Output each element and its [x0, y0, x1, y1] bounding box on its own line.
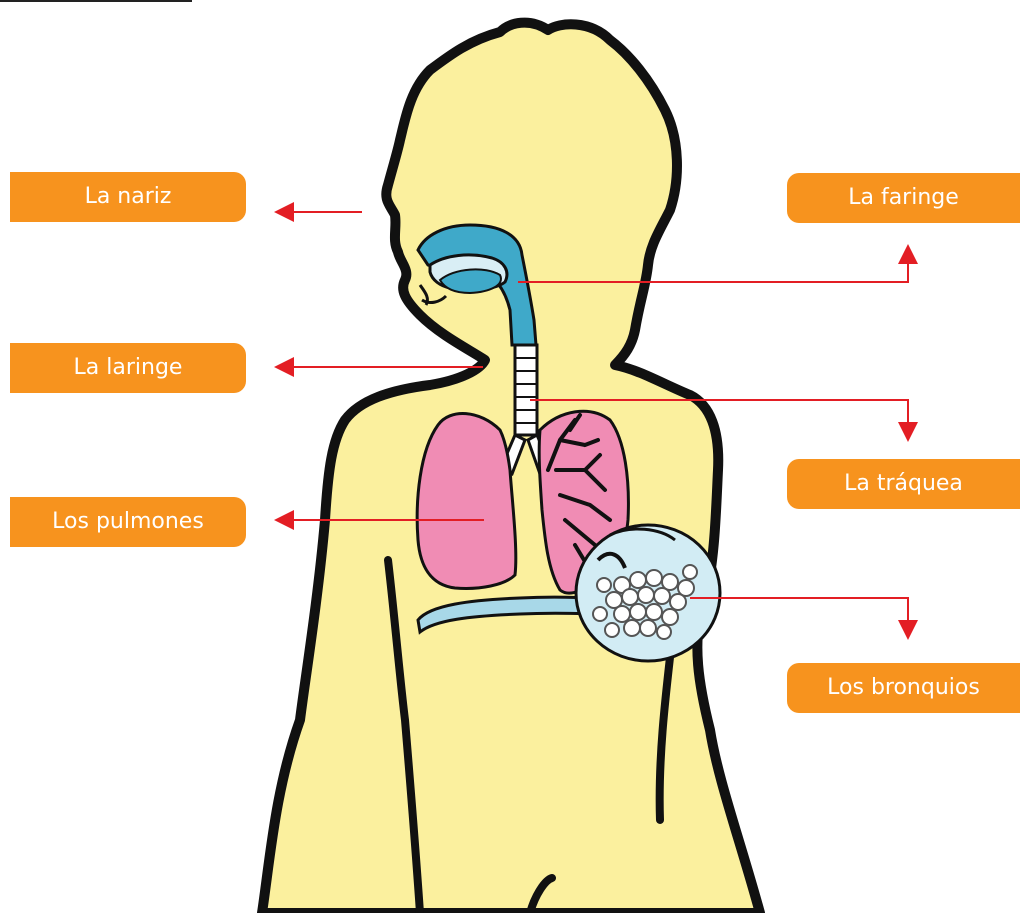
alveoli-magnifier: [576, 525, 720, 661]
label-bronchi: Los bronquios: [787, 663, 1020, 713]
label-lungs: Los pulmones: [10, 497, 246, 547]
label-larynx: La laringe: [10, 343, 246, 393]
label-nose: La nariz: [10, 172, 246, 222]
lung-left: [417, 414, 516, 589]
arrow-bronchi: [690, 598, 908, 636]
label-trachea: La tráquea: [787, 459, 1020, 509]
label-pharynx: La faringe: [787, 173, 1020, 223]
